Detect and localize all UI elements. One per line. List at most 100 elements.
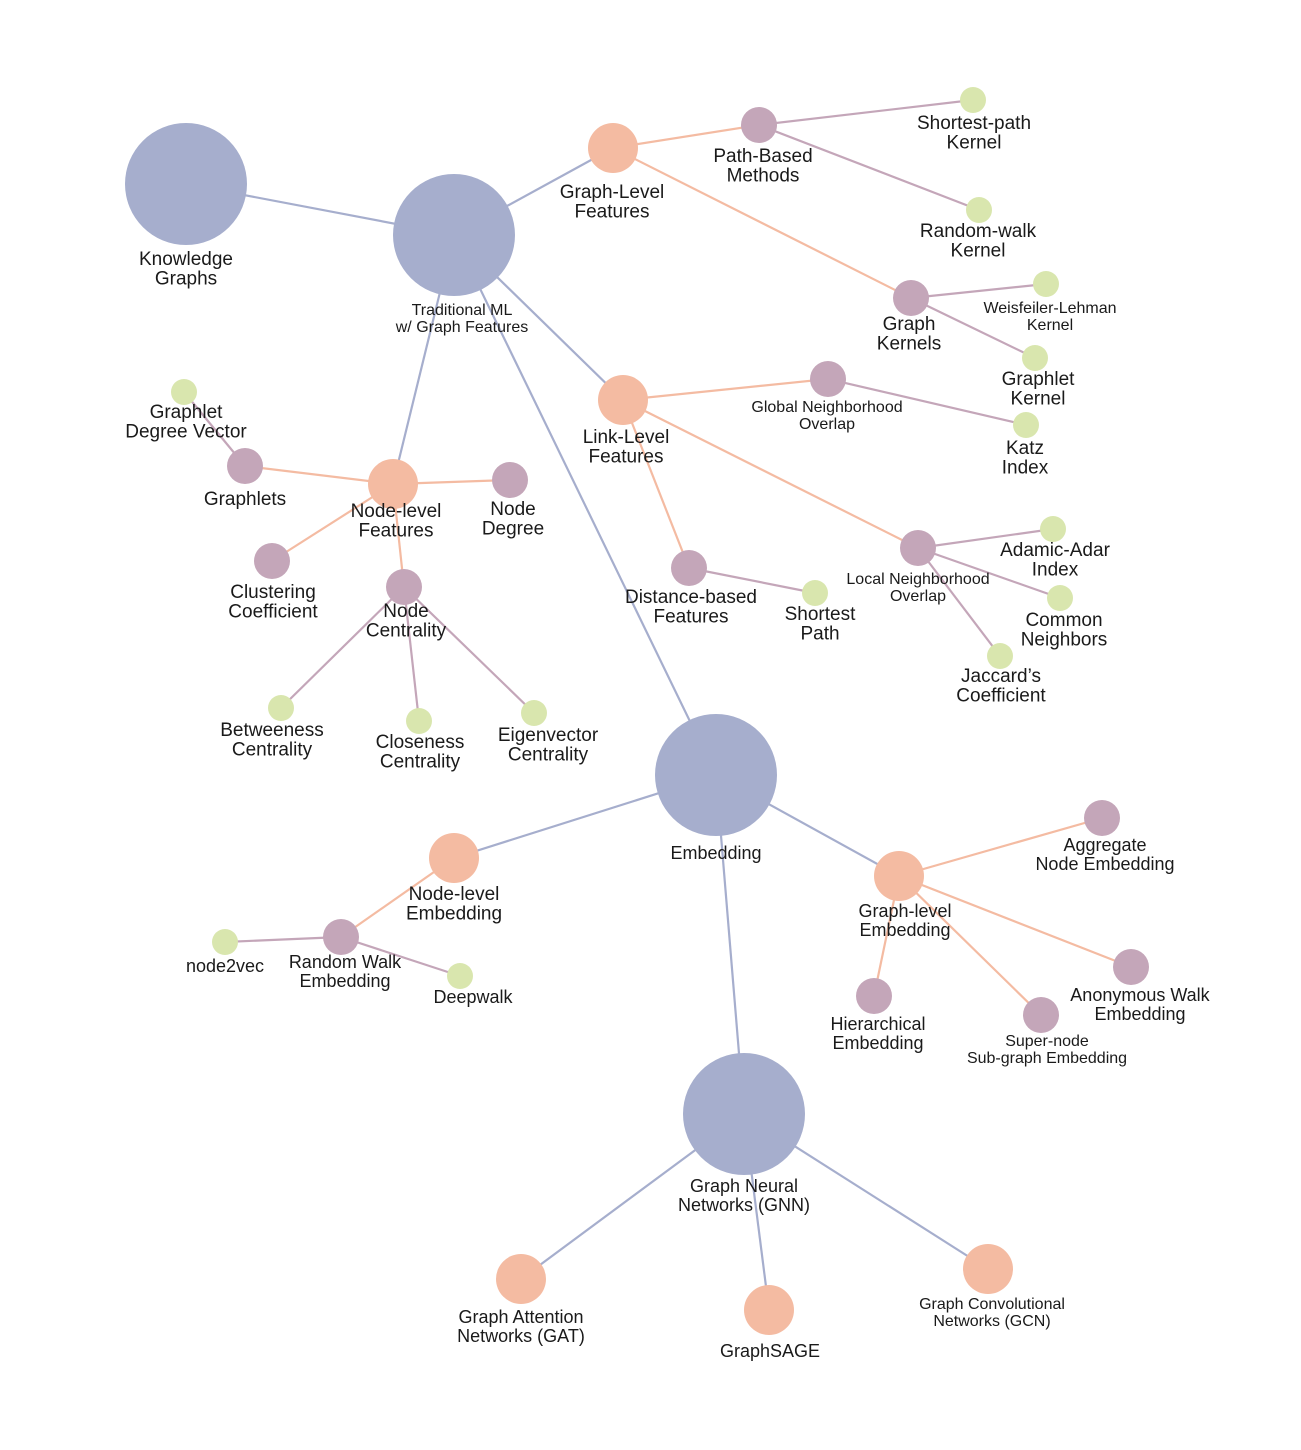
node-node-centrality[interactable] (386, 569, 422, 605)
label-line: Networks (GCN) (933, 1313, 1050, 1330)
node-common-neighbors[interactable] (1047, 585, 1073, 611)
label-line: Hierarchical (830, 1014, 925, 1034)
edge-distance-based-features-to-shortest-path (688, 566, 816, 595)
label-line: Graph (883, 314, 936, 335)
node-graphsage[interactable] (744, 1285, 794, 1335)
node-jaccards-coefficient[interactable] (987, 643, 1013, 669)
node-graph-level-features[interactable] (588, 123, 638, 173)
node-global-neighborhood-overlap[interactable] (810, 361, 846, 397)
label-line: Random-walk (920, 221, 1037, 242)
node-knowledge-graphs[interactable] (125, 123, 247, 245)
label-line: Overlap (799, 416, 855, 433)
label-line: Shortest (785, 604, 856, 625)
node-closeness-centrality[interactable] (406, 708, 432, 734)
node-node-level-embedding[interactable] (429, 833, 479, 883)
edge-node-centrality-to-eigenvector-centrality (403, 586, 535, 714)
node-adamic-adar-index[interactable] (1040, 516, 1066, 542)
node-shortest-path[interactable] (802, 580, 828, 606)
node-node-degree[interactable] (492, 462, 528, 498)
label-line: Traditional ML (412, 302, 513, 319)
node-embedding[interactable] (655, 714, 777, 836)
label-line: Graphs (155, 269, 217, 290)
label-line: Overlap (890, 588, 946, 605)
node-clustering-coefficient[interactable] (254, 543, 290, 579)
node-path-based-methods[interactable] (741, 107, 777, 143)
node-graph-kernels[interactable] (893, 280, 929, 316)
node-deepwalk[interactable] (447, 963, 473, 989)
node-anonymous-walk-embedding[interactable] (1113, 949, 1149, 985)
label-line: Index (1002, 458, 1049, 479)
node-distance-based-features[interactable] (671, 550, 707, 586)
label-line: Coefficient (956, 686, 1046, 707)
edge-random-walk-embedding-to-node2vec (224, 935, 342, 944)
edge-path-based-methods-to-shortest-path-kernel (758, 98, 974, 127)
node-node-level-features[interactable] (368, 459, 418, 509)
label-line: Sub-graph Embedding (967, 1050, 1127, 1067)
node-betweeness-centrality[interactable] (268, 695, 294, 721)
label-line: Graphlet (150, 402, 224, 423)
node-link-level-features[interactable] (598, 375, 648, 425)
node-graphlet-degree-vector[interactable] (171, 379, 197, 405)
node-graph-level-embedding[interactable] (874, 851, 924, 901)
label-line: Graph Attention (458, 1307, 583, 1327)
node-gat[interactable] (496, 1254, 546, 1304)
edge-node-centrality-to-betweeness-centrality (280, 586, 405, 709)
label-line: Random Walk (289, 952, 402, 972)
node-gcn[interactable] (963, 1244, 1013, 1294)
label-node2vec: node2vec (186, 956, 264, 976)
edge-graph-kernels-to-graphlet-kernel (910, 297, 1036, 359)
label-deepwalk: Deepwalk (433, 987, 513, 1007)
node-local-neighborhood-overlap[interactable] (900, 530, 936, 566)
node-eigenvector-centrality[interactable] (521, 700, 547, 726)
node-random-walk-embedding[interactable] (323, 919, 359, 955)
node-gnn[interactable] (683, 1053, 805, 1175)
label-line: Degree Vector (125, 422, 247, 443)
label-line: Super-node (1005, 1033, 1089, 1050)
label-line: Centrality (508, 745, 589, 766)
node-aggregate-node-embedding[interactable] (1084, 800, 1120, 836)
label-line: Common (1025, 610, 1102, 631)
node-graphlet-kernel[interactable] (1022, 345, 1048, 371)
node-hierarchical-embedding[interactable] (856, 978, 892, 1014)
node-weisfeiler-lehman-kernel[interactable] (1033, 271, 1059, 297)
edge-link-level-features-to-global-neighborhood-overlap (622, 377, 829, 402)
label-line: Jaccard’s (961, 666, 1041, 687)
node-random-walk-kernel[interactable] (966, 197, 992, 223)
label-line: Path-Based (713, 146, 812, 167)
label-line: Embedding (859, 920, 950, 940)
label-line: Embedding (1094, 1004, 1185, 1024)
edge-link-level-features-to-local-neighborhood-overlap (622, 399, 919, 549)
label-line: Degree (482, 519, 544, 540)
edge-local-neighborhood-overlap-to-jaccards-coefficient (917, 547, 1001, 657)
label-line: Embedding (299, 971, 390, 991)
label-line: Coefficient (228, 602, 318, 623)
node-traditional-ml[interactable] (393, 174, 515, 296)
node-graphlets[interactable] (227, 448, 263, 484)
node-katz-index[interactable] (1013, 412, 1039, 438)
node-node2vec[interactable] (212, 929, 238, 955)
node-super-node-embedding[interactable] (1023, 997, 1059, 1033)
label-line: Embedding (670, 843, 761, 863)
label-line: Embedding (832, 1033, 923, 1053)
label-line: Node (383, 601, 428, 622)
label-line: Local Neighborhood (846, 571, 989, 588)
node-shortest-path-kernel[interactable] (960, 87, 986, 113)
